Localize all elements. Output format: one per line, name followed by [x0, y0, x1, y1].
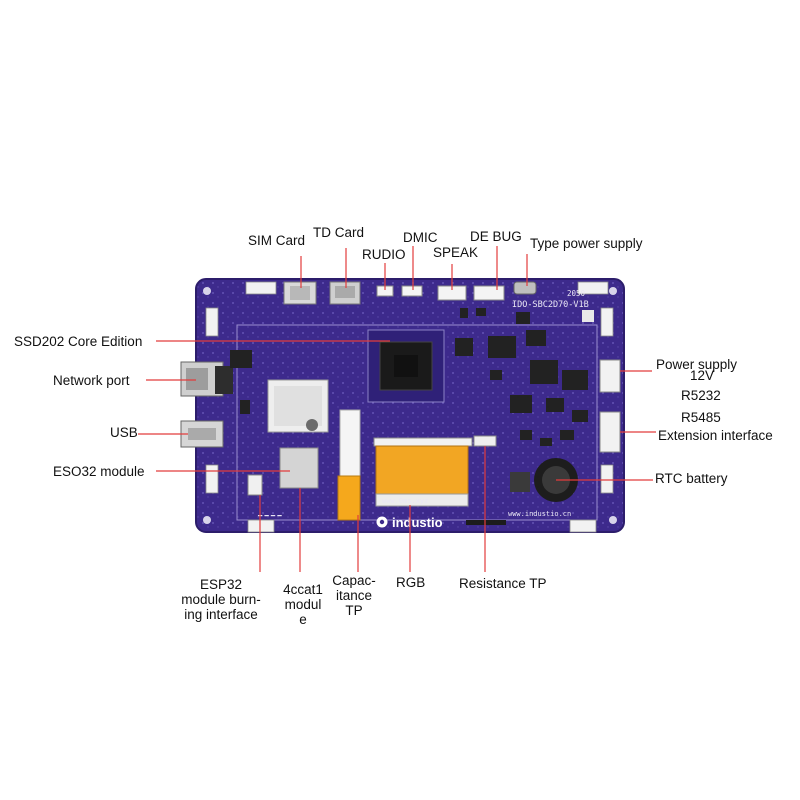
board-chinese-mark: ━ ━ ━ ━: [257, 512, 282, 520]
board-url-right: www.industio.cn: [508, 510, 571, 518]
label-4ccat1-module: 4ccat1 modul e: [276, 582, 330, 627]
capacitance-tp-tail: [337, 475, 361, 521]
label-cap-line3: TP: [345, 603, 363, 618]
td-card-slot: [329, 281, 361, 305]
sim-card-slot: [283, 281, 317, 305]
smd-components: [230, 308, 594, 446]
label-network-port: Network port: [53, 373, 130, 388]
label-r5232: R5232: [681, 388, 721, 403]
label-12v: 12V: [690, 368, 715, 383]
capacitance-tp-cable: [339, 409, 361, 483]
label-rtc-battery: RTC battery: [655, 471, 728, 486]
debug-connector: [473, 285, 505, 301]
esp32-antenna-mark: [306, 419, 318, 431]
board-inner-outline: [236, 324, 598, 521]
label-extension-interface: Extension interface: [658, 428, 773, 443]
industio-logo-icon-dot: [379, 519, 385, 525]
label-usb: USB: [110, 425, 138, 440]
ssd202-chip-inner: [394, 355, 418, 377]
rgb-ribbon-end: [375, 493, 469, 507]
label-rudio: RUDIO: [362, 247, 406, 262]
label-esp32-line1: ESP32: [199, 577, 243, 592]
label-capacitance-tp: Capac- itance TP: [328, 573, 380, 618]
label-esp32-line3: ing interface: [184, 607, 258, 622]
label-cap-line1: Capac-: [332, 573, 376, 588]
label-debug: DE BUG: [470, 229, 522, 244]
board-logo-bar: [466, 520, 506, 525]
label-esp32-line2: module burn-: [181, 592, 261, 607]
resistance-tp-connector: [473, 435, 497, 447]
label-speak: SPEAK: [433, 245, 479, 260]
extension-connector: [599, 411, 621, 453]
ethernet-port: [180, 361, 233, 397]
label-rgb: RGB: [396, 575, 426, 590]
type-c-port: [513, 281, 537, 295]
board-logo-text: industio: [392, 515, 443, 530]
mount-hole: [203, 516, 211, 524]
label-cat1-line2: modul: [284, 597, 322, 612]
label-eso32-module: ESO32 module: [53, 464, 145, 479]
label-td-card: TD Card: [313, 225, 365, 240]
label-resistance-tp: Resistance TP: [459, 576, 547, 591]
rgb-connector: [373, 437, 473, 447]
label-r5485: R5485: [681, 410, 721, 425]
esp32-module: [267, 379, 329, 433]
label-type-power-supply: Type power supply: [530, 236, 643, 251]
label-cat1-line3: e: [299, 612, 307, 627]
label-sim-card: SIM Card: [248, 233, 306, 248]
board-model-text: IDO-SBC2D70-V1B: [512, 300, 589, 310]
power-connector: [599, 359, 621, 393]
label-ssd202-core: SSD202 Core Edition: [14, 334, 143, 349]
label-power-supply: Power supply: [656, 357, 738, 372]
mount-hole: [203, 287, 211, 295]
rgb-ribbon-cable: [375, 445, 469, 495]
ssd202-chip: [379, 341, 433, 391]
label-dmic: DMIC: [403, 230, 438, 245]
dmic-connector: [401, 285, 423, 297]
label-esp32-burning-interface: ESP32 module burn- ing interface: [168, 577, 274, 622]
board-code-text: 2050: [567, 289, 586, 298]
inductor: [510, 472, 530, 492]
label-cat1-line1: 4ccat1: [283, 582, 323, 597]
leader-lines: [138, 246, 656, 572]
mount-hole: [609, 516, 617, 524]
burn-connector: [247, 474, 263, 496]
label-cap-line2: itance: [335, 588, 373, 603]
board-url-left: www.0ms.xyz: [382, 497, 428, 505]
mount-tabs: [205, 281, 614, 533]
eso32-chip: [279, 447, 319, 489]
mount-hole: [609, 287, 617, 295]
